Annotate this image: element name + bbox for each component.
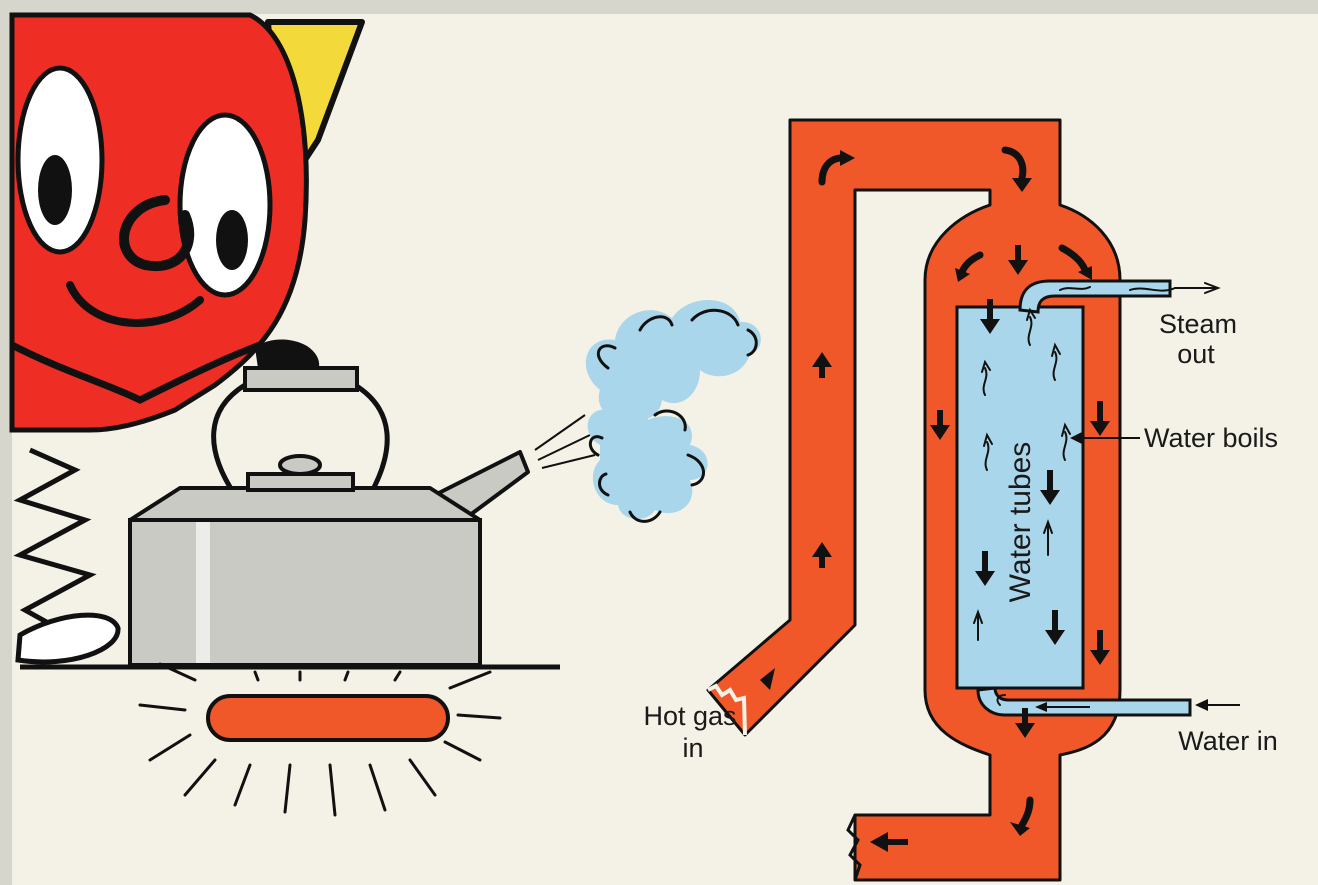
kettle bbox=[20, 366, 560, 670]
mascot-left-pupil bbox=[38, 155, 72, 225]
label-pointer-heads bbox=[1035, 432, 1208, 712]
mascot-right-pupil bbox=[216, 210, 248, 270]
kettle-lid-knob bbox=[278, 454, 322, 476]
kettle-highlight bbox=[196, 522, 210, 663]
label-hot-gas-line1: Hot gas bbox=[643, 701, 736, 731]
kettle-body bbox=[128, 518, 482, 667]
mascot-smile bbox=[66, 281, 204, 327]
boiler-diagram: Steam out Water boils Water tubes Hot ga… bbox=[643, 118, 1278, 882]
label-steam-out-line1: Steam bbox=[1159, 309, 1237, 339]
kettle-handle bbox=[211, 382, 390, 497]
kettle-lid-rim bbox=[246, 472, 355, 492]
label-water-in: Water in bbox=[1178, 726, 1278, 756]
label-water-tubes: Water tubes bbox=[1004, 442, 1037, 603]
label-steam-out-line2: out bbox=[1177, 339, 1215, 369]
steam-bubbles bbox=[973, 282, 1221, 706]
mascot-spring-leg bbox=[13, 447, 97, 638]
flame-bar bbox=[206, 694, 450, 742]
burner-flame bbox=[138, 662, 502, 817]
gas-flow-arrows bbox=[760, 245, 1110, 852]
label-hot-gas-line2: in bbox=[682, 733, 703, 763]
kettle-lid bbox=[128, 486, 482, 522]
steam-cloud bbox=[534, 300, 761, 523]
gas-curve-heads bbox=[840, 150, 1092, 836]
top-margin-strip bbox=[0, 0, 1318, 14]
gas-outlet-edge bbox=[846, 814, 862, 881]
kettle-handle-grip bbox=[243, 366, 359, 392]
gas-curve-arrows bbox=[818, 146, 1089, 829]
mascot-right-eye bbox=[177, 112, 273, 298]
left-margin-strip bbox=[0, 0, 12, 885]
water-in-pipe bbox=[976, 686, 1192, 717]
mascot-character bbox=[9, 12, 365, 665]
mascot-body-edge bbox=[10, 341, 262, 404]
mascot-foot bbox=[15, 612, 121, 665]
hot-gas-inlet-edge bbox=[707, 683, 747, 736]
label-water-boils: Water boils bbox=[1144, 423, 1278, 453]
mascot-nose bbox=[118, 195, 195, 272]
